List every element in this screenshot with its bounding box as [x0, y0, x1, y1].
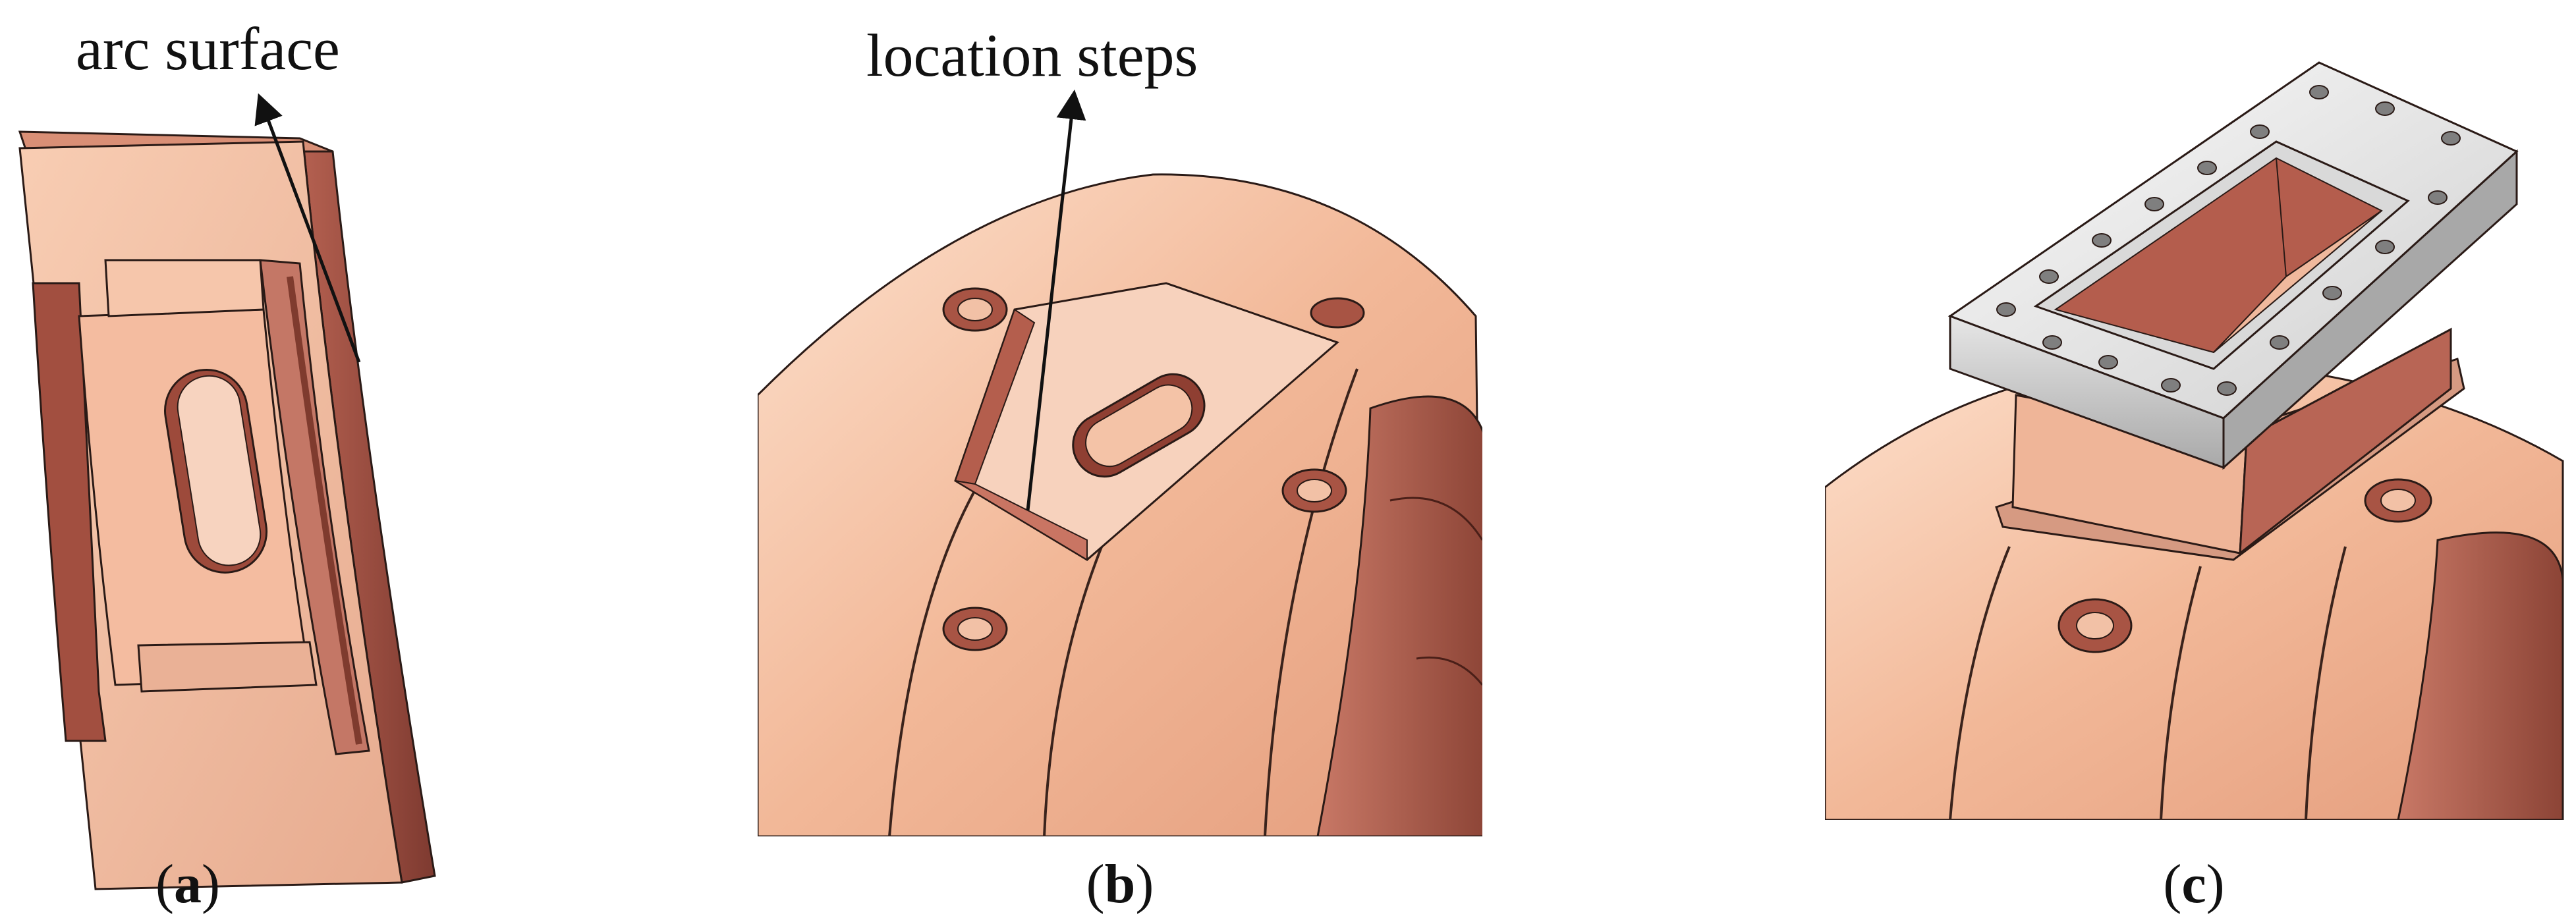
panel-a-top-ledge	[104, 259, 265, 317]
panel-a-left-slot	[32, 282, 107, 742]
panel-b-hole-2	[1281, 468, 1347, 513]
panel-a-drawing	[18, 93, 436, 890]
panel-b-hole-4	[1310, 297, 1365, 329]
panel-b-drawing	[758, 90, 1482, 836]
panel-c-bolt-holes	[1996, 85, 2461, 396]
panel-b-annotation: location steps	[866, 22, 1198, 89]
panel-c-hole-1	[2058, 598, 2133, 653]
panel-c-flange-side	[2222, 149, 2518, 470]
panel-b-hole-3	[942, 607, 1008, 651]
panel-b-caption: (b)	[1086, 854, 1154, 915]
panel-b-leader-arrow	[1026, 90, 1086, 511]
panel-c-caption: (c)	[2163, 854, 2224, 915]
panel-a-caption: (a)	[155, 854, 220, 915]
panel-b-groove-1	[888, 466, 990, 836]
panel-b-groove-3	[1264, 368, 1358, 836]
panel-b-hole-1	[942, 287, 1008, 332]
panel-b-port	[1072, 373, 1206, 478]
panel-a-bottom-ledge	[137, 641, 318, 693]
panel-b-end-face	[1316, 395, 1482, 836]
panel-a-leader-arrow	[254, 93, 361, 363]
panel-a-arc-band	[287, 276, 362, 745]
panel-c-hole-2	[2364, 478, 2432, 523]
panel-c-waveguide-side	[2239, 327, 2452, 556]
panel-a-oblong-hole	[163, 368, 268, 574]
panel-c-drawing	[1825, 61, 2564, 820]
panel-b-step-bottom	[955, 480, 1088, 561]
panel-c-opening-wall	[2213, 210, 2382, 353]
panel-c-end-face	[2397, 531, 2564, 820]
panel-a-annotation: arc surface	[76, 15, 340, 82]
